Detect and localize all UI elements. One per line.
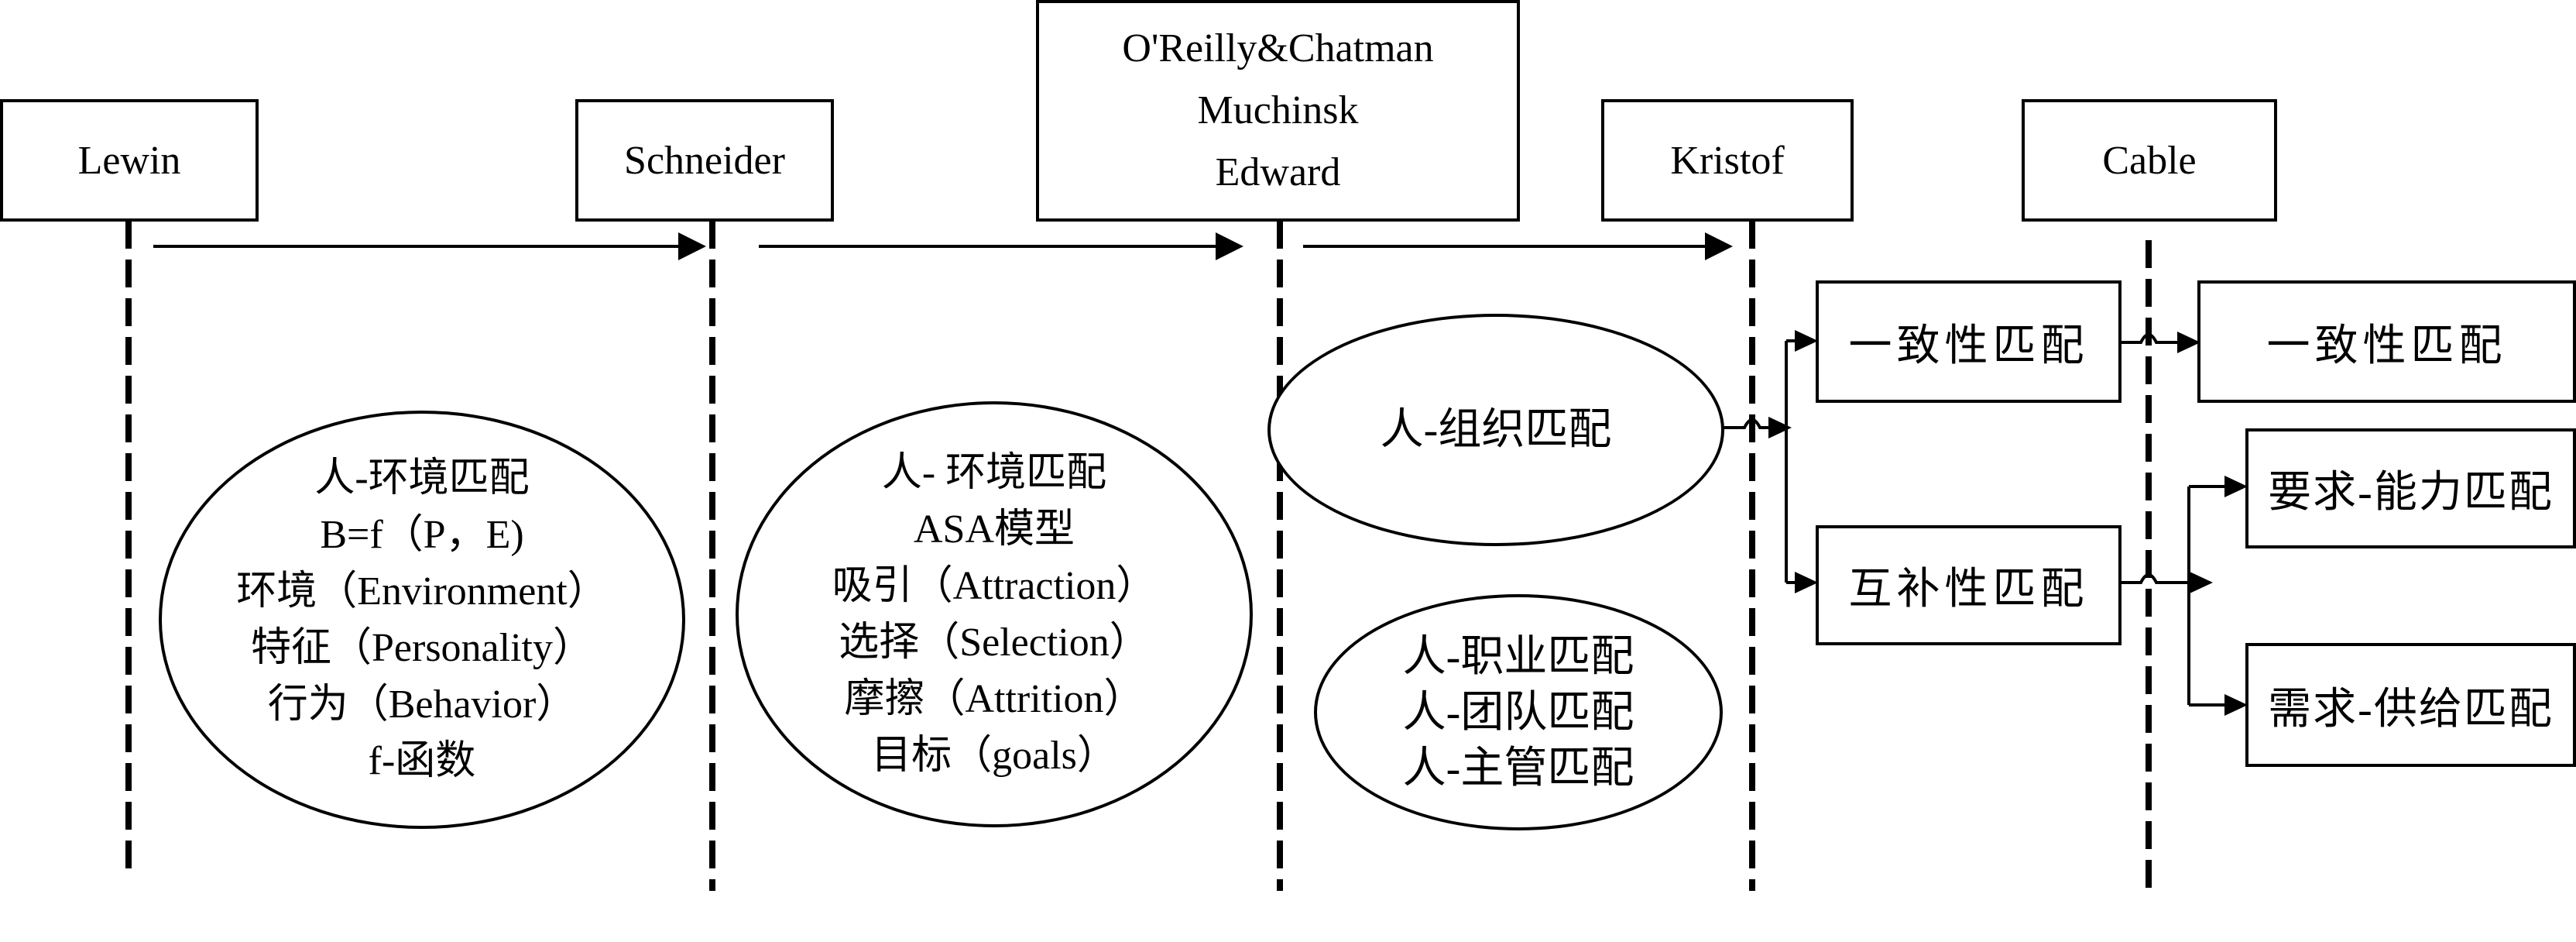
cable-need-supply-box: 需求-供给匹配: [2245, 643, 2576, 767]
lewin-ellipse-line-5: 行为（Behavior）: [267, 682, 577, 727]
lewin-ellipse-line-2: B=f（P，E): [320, 513, 524, 557]
kristof-complementary-box: 互补性匹配: [1816, 525, 2122, 645]
schneider-ellipse-line-3: 吸引（Attraction）: [832, 564, 1157, 608]
arrow-lewin-to-schneider: [153, 232, 706, 260]
cable-consistency-label: 一致性匹配: [2266, 321, 2507, 370]
other-matches-ellipse: 人-职业匹配 人-团队匹配 人-主管匹配: [1314, 594, 1723, 830]
cable-label: Cable: [2102, 138, 2197, 183]
lewin-ellipse-line-3: 环境（Environment）: [236, 569, 608, 614]
branch-cable-complementary: [2122, 476, 2248, 716]
branch-cable-consistency: [2122, 332, 2200, 353]
arrow-oreilly-to-kristof: [1303, 232, 1733, 260]
kristof-box: Kristof: [1601, 99, 1854, 222]
lewin-ellipse-line-4: 特征（Personality）: [251, 626, 593, 670]
cable-demand-ability-box: 要求-能力匹配: [2245, 428, 2576, 548]
oreilly-line-3: Edward: [1215, 150, 1341, 194]
lewin-ellipse-line-1: 人-环境匹配: [314, 456, 530, 500]
kristof-complementary-label: 互补性匹配: [1848, 566, 2089, 614]
cable-demand-ability-label: 要求-能力匹配: [2268, 469, 2554, 517]
lewin-ellipse-line-6: f-函数: [368, 739, 476, 783]
schneider-ellipse-line-6: 目标（goals）: [871, 734, 1117, 778]
kristof-label: Kristof: [1670, 138, 1785, 183]
schneider-label: Schneider: [624, 138, 785, 183]
cable-box: Cable: [2022, 99, 2277, 222]
org-match-label: 人-组织匹配: [1380, 406, 1612, 454]
oreilly-box: O'Reilly&Chatman Muchinsk Edward: [1036, 0, 1520, 222]
oreilly-line-1: O'Reilly&Chatman: [1122, 26, 1434, 70]
cable-consistency-box: 一致性匹配: [2197, 280, 2576, 403]
schneider-ellipse-line-4: 选择（Selection）: [839, 621, 1150, 665]
schneider-ellipse-line-5: 摩擦（Attrition）: [844, 677, 1144, 721]
branch-kristof: [1723, 330, 1818, 593]
kristof-consistency-box: 一致性匹配: [1816, 280, 2122, 403]
schneider-ellipse-line-2: ASA模型: [913, 507, 1075, 552]
lewin-box: Lewin: [0, 99, 259, 222]
lewin-ellipse: 人-环境匹配 B=f（P，E) 环境（Environment） 特征（Perso…: [159, 411, 685, 829]
kristof-consistency-label: 一致性匹配: [1848, 321, 2089, 370]
schneider-ellipse: 人- 环境匹配 ASA模型 吸引（Attraction） 选择（Selectio…: [736, 401, 1253, 827]
other-matches-line-1: 人-职业匹配: [1402, 632, 1634, 681]
lewin-label: Lewin: [77, 138, 181, 183]
org-match-ellipse: 人-组织匹配: [1267, 314, 1724, 546]
schneider-ellipse-line-1: 人- 环境匹配: [881, 451, 1107, 495]
cable-need-supply-label: 需求-供给匹配: [2268, 685, 2554, 734]
schneider-box: Schneider: [575, 99, 834, 222]
other-matches-line-3: 人-主管匹配: [1402, 744, 1634, 792]
arrow-schneider-to-oreilly: [759, 232, 1243, 260]
oreilly-line-2: Muchinsk: [1197, 88, 1359, 132]
other-matches-line-2: 人-团队匹配: [1402, 688, 1634, 737]
